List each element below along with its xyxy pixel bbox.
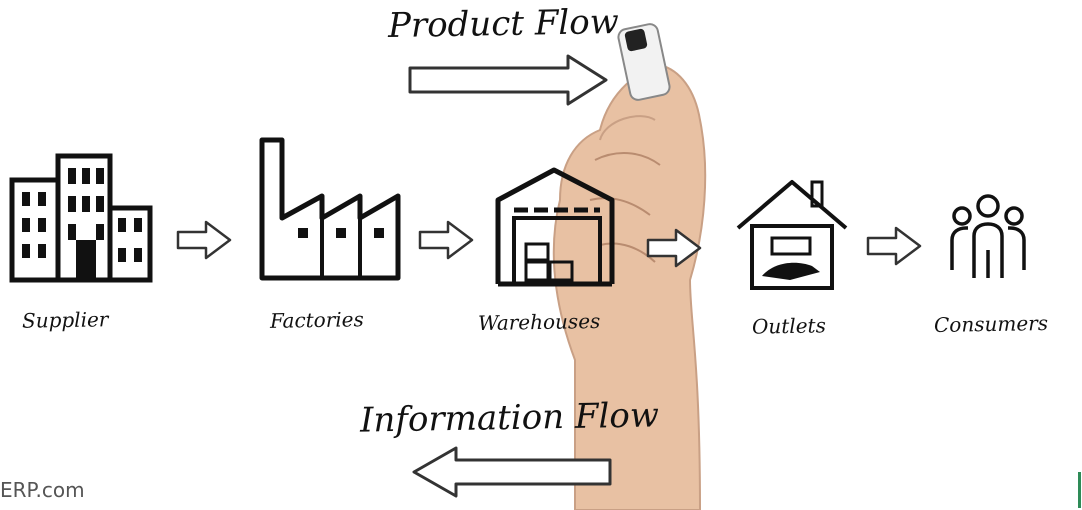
people-group-icon: [950, 194, 1026, 278]
stage-label-warehouses: Warehouses: [477, 308, 601, 336]
product-flow-title: Product Flow: [387, 1, 620, 47]
warehouse-icon: [495, 167, 615, 287]
flow-arrow-4: [866, 226, 922, 266]
flow-arrow-3: [646, 228, 702, 268]
stage-label-factories: Factories: [269, 307, 364, 333]
watermark-text: ERP.com: [0, 478, 85, 502]
flow-arrow-2: [418, 220, 474, 260]
flow-arrow-1: [176, 220, 232, 260]
office-buildings-icon: [9, 153, 153, 283]
stage-label-consumers: Consumers: [933, 311, 1049, 337]
product-flow-arrow: [408, 54, 608, 106]
hand-holding-marker-image: [552, 23, 707, 510]
outlet-store-icon: [736, 180, 848, 290]
information-flow-arrow: [412, 446, 612, 498]
factory-icon: [259, 137, 401, 281]
stage-label-supplier: Supplier: [21, 307, 109, 333]
corner-accent-bar: [1078, 472, 1081, 508]
information-flow-title: Information Flow: [359, 395, 660, 441]
stage-label-outlets: Outlets: [751, 313, 827, 339]
